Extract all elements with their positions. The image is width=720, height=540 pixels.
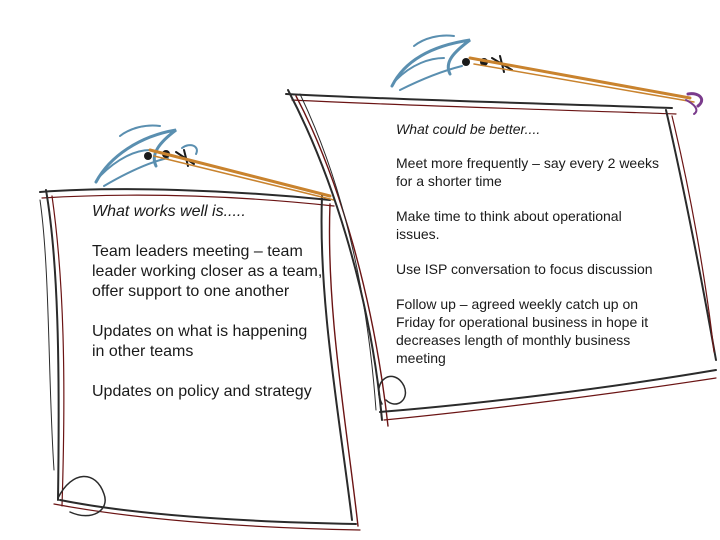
right-note-point: Make time to think about operational iss… [396,208,622,242]
right-note-point: Meet more frequently – say every 2 weeks… [396,155,660,189]
right-note-point: Follow up – agreed weekly catch up on Fr… [396,296,649,366]
left-note-heading: What works well is..... [92,203,246,220]
left-paper-outline [39,188,361,531]
right-note-heading: What could be better.... [396,121,541,137]
right-paper-outline [285,89,717,427]
left-note-point: Updates on policy and strategy [92,383,312,400]
left-note-point: Updates on what is happening in other te… [92,323,308,360]
left-quill-icon [94,124,335,201]
right-note: What could be better.... Meet more frequ… [396,120,666,384]
right-note-point: Use ISP conversation to focus discussion [396,261,653,277]
left-note-point: Team leaders meeting – team leader worki… [92,243,323,300]
left-note: What works well is..... Team leaders mee… [92,202,324,422]
right-quill-icon [390,34,704,115]
